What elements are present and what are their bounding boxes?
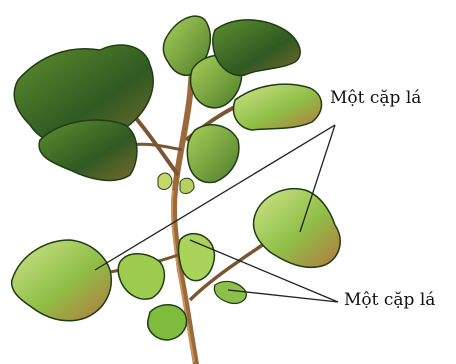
leaf-bud-left xyxy=(158,173,172,189)
leaf-pair-upper-left xyxy=(12,240,112,321)
leaf-pair-lower-right xyxy=(179,234,215,281)
leaf-right-middle xyxy=(234,84,322,130)
leaf-bottom-center xyxy=(148,305,187,340)
leaf-left-middle xyxy=(39,120,137,180)
leaf-right-hanging xyxy=(187,125,239,183)
leaf-pair-upper-right xyxy=(253,189,340,268)
leaf-bud-right xyxy=(180,178,194,193)
leaf-top-right xyxy=(213,20,300,76)
label-lower-leaf-pair: Một cặp lá xyxy=(344,290,435,310)
label-upper-leaf-pair: Một cặp lá xyxy=(330,88,421,108)
leaf-pair-lower-left xyxy=(118,254,164,299)
leaf-small-bottom-right xyxy=(214,281,246,303)
